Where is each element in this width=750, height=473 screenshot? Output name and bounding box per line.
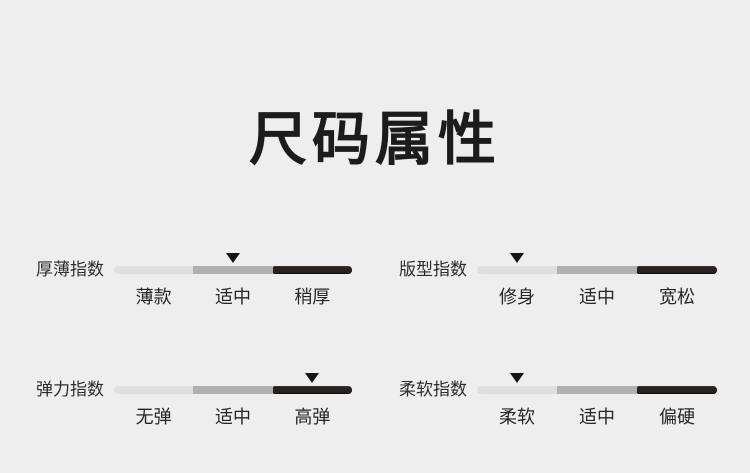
level-label: 柔软 xyxy=(499,407,535,428)
indicator-softness: 柔软指数 柔软 适中 偏硬 xyxy=(399,370,717,429)
indicator-track xyxy=(114,253,352,274)
pointer-down-triangle-icon xyxy=(305,373,320,383)
level-label: 适中 xyxy=(579,287,615,308)
level-labels: 无弹 适中 高弹 xyxy=(114,407,352,429)
level-label: 适中 xyxy=(214,407,251,428)
track-segment-low xyxy=(114,266,194,274)
indicator-track xyxy=(477,373,717,394)
pointer-down-triangle-icon xyxy=(226,253,240,263)
level-label: 适中 xyxy=(579,407,615,428)
track-segment-mid xyxy=(193,386,273,394)
track-segment-low xyxy=(477,266,557,274)
level-label: 稍厚 xyxy=(294,287,331,308)
pointer-down-triangle-icon xyxy=(509,373,524,383)
level-label: 修身 xyxy=(499,287,535,308)
indicator-fit: 版型指数 修身 适中 宽松 xyxy=(399,250,717,309)
indicator-elasticity: 弹力指数 无弹 适中 高弹 xyxy=(36,370,352,429)
track-segment-low xyxy=(114,386,194,394)
level-label: 薄款 xyxy=(135,287,172,308)
track-segment-mid xyxy=(557,386,637,394)
track-segment-mid xyxy=(193,266,273,274)
indicator-thickness: 厚薄指数 薄款 适中 稍厚 xyxy=(36,250,352,309)
indicator-label: 弹力指数 xyxy=(36,379,104,400)
level-label: 无弹 xyxy=(135,407,172,428)
level-label: 偏硬 xyxy=(659,407,695,428)
indicator-track xyxy=(477,253,717,274)
level-label: 高弹 xyxy=(294,407,331,428)
page-title: 尺码属性 xyxy=(248,105,501,173)
indicator-track xyxy=(114,373,352,394)
level-labels: 柔软 适中 偏硬 xyxy=(477,407,717,429)
track-segment-low xyxy=(477,386,557,394)
pointer-down-triangle-icon xyxy=(509,253,524,263)
level-labels: 修身 适中 宽松 xyxy=(477,287,717,309)
indicator-label: 版型指数 xyxy=(399,259,467,280)
indicator-label: 柔软指数 xyxy=(399,379,467,400)
track-segment-mid xyxy=(557,266,637,274)
level-label: 适中 xyxy=(214,287,251,308)
track-segment-high xyxy=(637,266,717,274)
level-label: 宽松 xyxy=(659,287,695,308)
track-segment-high xyxy=(637,386,717,394)
level-labels: 薄款 适中 稍厚 xyxy=(114,287,352,309)
track-segment-high xyxy=(272,386,352,394)
indicator-label: 厚薄指数 xyxy=(36,259,104,280)
track-segment-high xyxy=(272,266,352,274)
